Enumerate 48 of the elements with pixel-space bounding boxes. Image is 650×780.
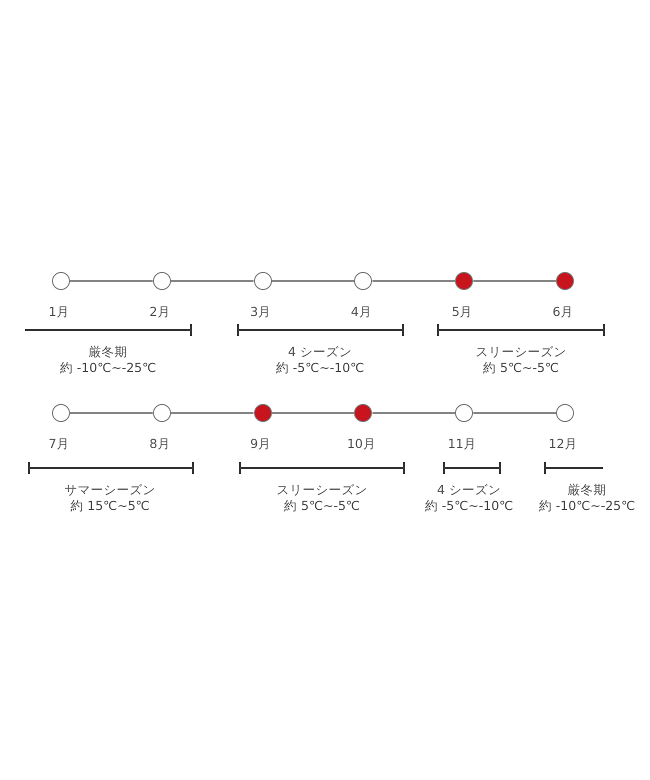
month-circle (455, 404, 474, 422)
season-name: スリーシーズン (276, 482, 368, 497)
connector-line (70, 412, 153, 414)
month-label: 8月 (149, 436, 170, 451)
month-label: 4月 (350, 304, 372, 319)
temperature-range: 約 -10℃~-25℃ (538, 498, 636, 513)
month-label: 6月 (552, 304, 574, 319)
month-circle (556, 272, 574, 290)
temperature-range: 約 15℃~5℃ (70, 498, 150, 513)
month-circle (254, 272, 272, 290)
connector-line (473, 280, 556, 282)
temperature-range: 約 -5℃~-10℃ (276, 360, 364, 375)
temperature-range: 約 5℃~-5℃ (483, 360, 559, 375)
month-label: 7月 (48, 436, 70, 451)
connector-line (170, 412, 254, 414)
month-label: 1月 (48, 304, 70, 319)
connector-line (70, 280, 153, 282)
month-circle (254, 404, 272, 422)
temperature-range: 約 5℃~-5℃ (284, 498, 360, 513)
connector-line (170, 280, 254, 282)
month-circle (152, 272, 171, 290)
month-label: 12月 (548, 436, 578, 451)
month-label: 10月 (346, 436, 376, 451)
month-circle (152, 404, 171, 422)
month-label: 5月 (452, 304, 473, 319)
season-name: 4 シーズン (437, 482, 501, 497)
temperature-range: 約 -10℃~-25℃ (60, 360, 156, 375)
month-circle (52, 404, 70, 422)
month-label: 2月 (149, 304, 170, 319)
month-circle (354, 272, 372, 290)
season-name: スリーシーズン (476, 344, 566, 359)
connector-line (272, 412, 354, 414)
connector-line (272, 280, 354, 282)
season-name: サマーシーズン (64, 482, 156, 497)
month-label: 3月 (250, 304, 272, 319)
connector-line (372, 412, 456, 414)
connector-line (372, 280, 456, 282)
month-label: 9月 (250, 436, 272, 451)
temperature-range: 約 -5℃~-10℃ (424, 498, 514, 513)
month-circle (455, 272, 474, 290)
month-label: 11月 (448, 436, 477, 451)
month-circle (52, 272, 70, 290)
month-circle (556, 404, 574, 422)
season-name: 厳冬期 (88, 344, 128, 359)
season-name: 厳冬期 (568, 482, 606, 497)
season-name: 4 シーズン (288, 344, 352, 359)
connector-line (473, 412, 556, 414)
month-circle (354, 404, 372, 422)
